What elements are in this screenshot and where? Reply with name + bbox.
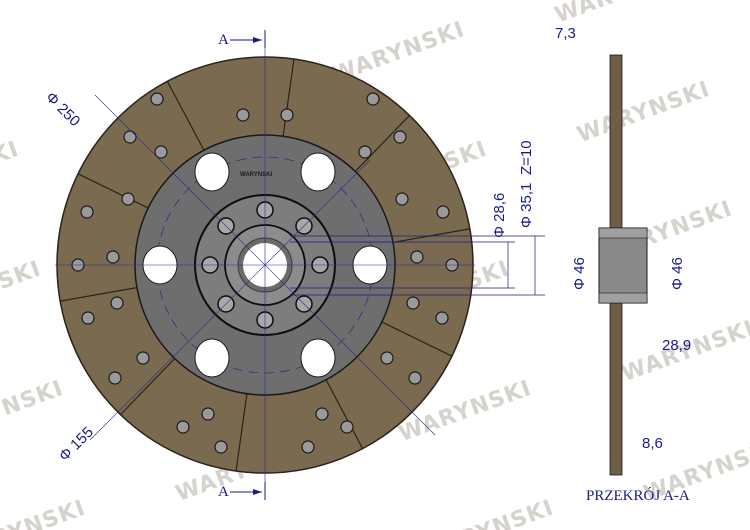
dimension-hub-diameter-right: Φ 46 [669,257,686,290]
watermark-text: WARYNSKI [0,137,22,208]
dimension-outer-diameter: Φ 250 [42,89,83,130]
dimension-inner-diameter: Φ 155 [56,424,97,465]
dimension-spline-minor: Φ 28,6 [491,193,508,238]
dimension-hub-width: 28,9 [662,337,691,354]
dimension-hub-diameter-left: Φ 46 [571,257,588,290]
spline-dimensions [290,235,545,296]
watermark-text: WARYNSKI [418,495,558,530]
section-marker-top: A [218,30,266,48]
hub-logo: WARYNSKI [240,172,272,178]
dimension-thickness-top: 7,3 [555,25,576,42]
section-hub [598,227,648,304]
watermark-text: WARYNSKI [0,496,89,530]
dimension-teeth: Z=10 [518,140,535,175]
rivets-outer [71,92,459,454]
section-title: PRZEKRÓJ A-A [586,487,690,504]
watermark-text: WARYNSKI [574,77,714,148]
watermark-text: WARYNSKI [0,256,45,327]
disc-front-view: WARYNSKI [55,35,475,495]
svg-text:A: A [218,484,229,500]
svg-text:A: A [218,32,229,48]
dimension-spline-major: Φ 35,1 [518,183,535,228]
watermark-text: WARYNSKI [0,376,67,447]
center-lines [55,35,475,495]
dimension-lining-thickness: 8,6 [642,435,663,452]
section-marker-bottom: A [218,482,266,500]
section-view [598,54,648,476]
